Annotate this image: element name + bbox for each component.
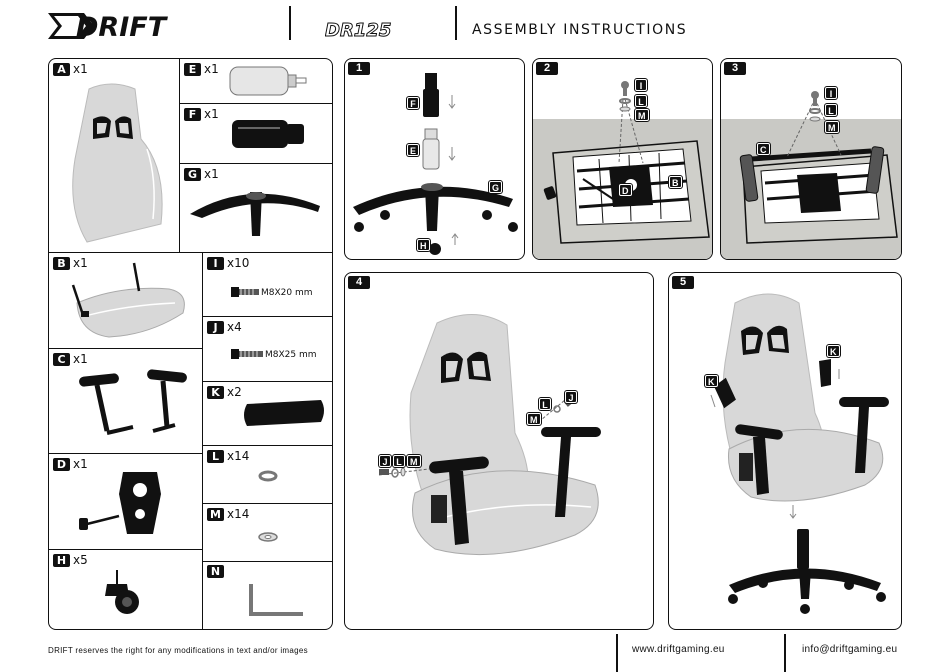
email-link[interactable]: info@driftgaming.eu bbox=[802, 644, 897, 655]
step-label: J bbox=[379, 455, 391, 467]
svg-text:DR125: DR125 bbox=[325, 20, 391, 40]
step-1: 1 F E G H bbox=[344, 58, 525, 260]
step-label: H bbox=[417, 239, 430, 251]
footer-divider bbox=[616, 634, 618, 672]
step-label: L bbox=[635, 95, 647, 107]
caster-icon bbox=[49, 550, 203, 630]
step-5: 5 K K bbox=[668, 272, 902, 630]
bolt-short-icon bbox=[203, 253, 333, 317]
step-label: B bbox=[669, 176, 682, 188]
step-label: F bbox=[407, 97, 419, 109]
brand-logo: DRIFT bbox=[48, 13, 238, 44]
seat-icon bbox=[49, 253, 203, 349]
drift-logo-icon: DRIFT bbox=[48, 13, 238, 39]
step-label: K bbox=[705, 375, 718, 387]
step-label: L bbox=[393, 455, 405, 467]
header-divider bbox=[289, 6, 291, 40]
backrest-assembly-icon bbox=[345, 273, 654, 630]
step-label: M bbox=[527, 413, 541, 425]
step-label: M bbox=[825, 121, 839, 133]
base-icon bbox=[180, 164, 333, 253]
gas-lift-icon bbox=[180, 59, 333, 104]
header-divider-2 bbox=[455, 6, 457, 40]
disclaimer: DRIFT reserves the right for any modific… bbox=[48, 646, 308, 655]
mechanism-mount-icon bbox=[533, 59, 713, 260]
step-label: I bbox=[825, 87, 837, 99]
step-label: I bbox=[635, 79, 647, 91]
spring-washer-icon bbox=[203, 446, 333, 504]
step-label: L bbox=[539, 398, 551, 410]
step-3: 3 I L M C bbox=[720, 58, 902, 260]
step-label: L bbox=[825, 104, 837, 116]
step-label: C bbox=[757, 143, 770, 155]
base-assembly-icon bbox=[345, 59, 525, 260]
website-link[interactable]: www.driftgaming.eu bbox=[632, 644, 725, 655]
step-label: M bbox=[635, 109, 649, 121]
step-label: M bbox=[407, 455, 421, 467]
model-logo: DR125 bbox=[325, 20, 435, 45]
hex-key-icon bbox=[203, 562, 333, 630]
final-assembly-icon bbox=[669, 273, 902, 630]
armrest-icon bbox=[49, 349, 203, 454]
step-label: E bbox=[407, 144, 419, 156]
part-n: N bbox=[203, 562, 333, 630]
bolt-spec: M8X20 mm bbox=[261, 288, 313, 298]
armrest-mount-icon bbox=[721, 59, 902, 260]
step-label: G bbox=[489, 181, 502, 193]
step-label: D bbox=[619, 184, 632, 196]
bolt-spec: M8X25 mm bbox=[265, 350, 317, 360]
step-label: J bbox=[565, 391, 577, 403]
step-label: K bbox=[827, 345, 840, 357]
step-2: 2 I L M D B bbox=[532, 58, 713, 260]
gas-lift-cover-icon bbox=[180, 104, 333, 164]
page-title: ASSEMBLY INSTRUCTIONS bbox=[472, 22, 687, 38]
mechanism-icon bbox=[49, 454, 203, 550]
step-4: 4 J L M J L M bbox=[344, 272, 654, 630]
backrest-icon bbox=[49, 59, 180, 253]
footer-divider-2 bbox=[784, 634, 786, 672]
svg-text:DRIFT: DRIFT bbox=[76, 13, 169, 39]
flat-washer-icon bbox=[203, 504, 333, 562]
side-cover-icon bbox=[203, 382, 333, 446]
